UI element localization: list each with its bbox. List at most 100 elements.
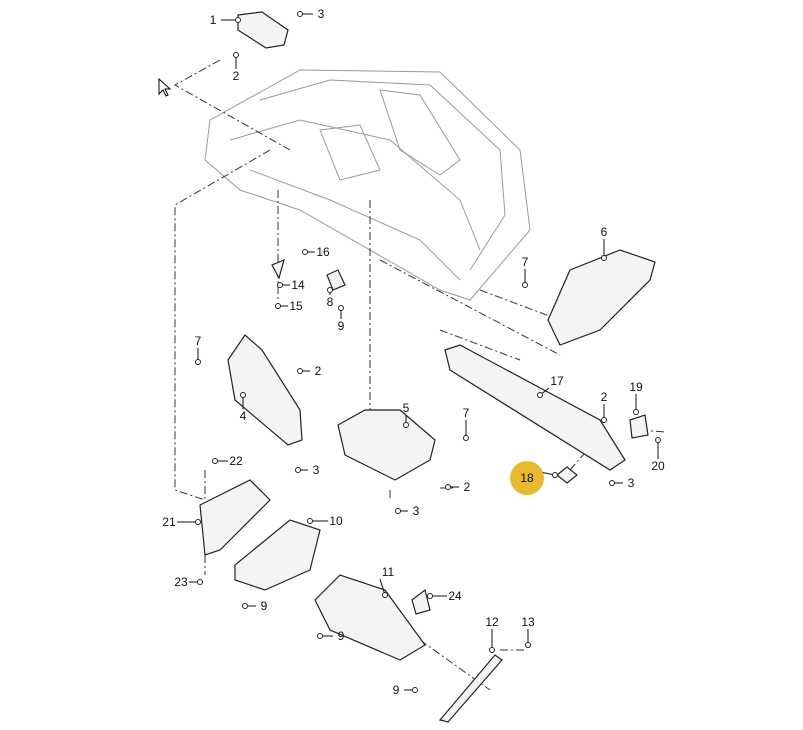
callout-number: 2 [233,69,240,83]
fastener-icon [302,249,308,255]
callout-3[interactable]: 3 [297,7,325,21]
callout-8[interactable]: 8 [327,287,334,310]
mouse-cursor-icon [158,78,172,97]
callout-4[interactable]: 4 [240,392,247,424]
callout-5[interactable]: 5 [403,401,410,428]
part-24-clip [411,588,431,615]
fastener-icon [307,518,313,524]
fastener-icon [412,687,418,693]
fastener-icon [195,519,201,525]
callout-9[interactable]: 9 [393,683,418,697]
fastener-icon [297,11,303,17]
callout-number: 2 [315,364,322,378]
callout-number: 2 [464,480,471,494]
part-5-shield [337,409,436,481]
fastener-icon [197,579,203,585]
callout-number: 1 [210,13,217,27]
callout-2[interactable]: 2 [601,390,608,423]
fastener-icon [601,255,607,261]
callout-number: 18 [520,471,534,485]
callout-23[interactable]: 23 [174,575,203,589]
highlight-badge [510,461,544,495]
callout-number: 3 [318,7,325,21]
callout-number: 3 [628,476,635,490]
part-8-clip [326,269,346,291]
fastener-icon [427,593,433,599]
callout-number: 12 [485,615,499,629]
callout-number: 14 [291,278,305,292]
callout-2[interactable]: 2 [297,364,322,378]
fastener-icon [463,435,469,441]
callout-3[interactable]: 3 [395,504,420,518]
callout-number: 4 [240,409,247,423]
callout-1[interactable]: 1 [210,13,241,27]
callout-9[interactable]: 9 [338,305,345,334]
callout-7[interactable]: 7 [195,334,202,365]
callout-18-highlighted[interactable]: 18 [510,461,558,495]
callout-number: 7 [522,255,529,269]
part-6-shield [547,249,656,346]
fastener-icon [233,52,239,58]
callout-number: 7 [463,406,470,420]
callout-3[interactable]: 3 [295,463,320,477]
fastener-icon [338,305,344,311]
fastener-icon [275,303,281,309]
fastener-icon [655,437,661,443]
callout-number: 23 [174,575,188,589]
callout-number: 11 [382,565,395,579]
fastener-icon [601,417,607,423]
fastener-icon [522,282,528,288]
callout-10[interactable]: 10 [307,514,343,528]
callout-14[interactable]: 14 [277,278,305,292]
fastener-icon [489,647,495,653]
vehicle-body-outline [204,69,531,301]
callout-number: 21 [162,515,176,529]
fastener-icon [242,603,248,609]
callout-21[interactable]: 21 [162,515,201,529]
part-18-pad [556,466,578,484]
fastener-icon [525,642,531,648]
callout-16[interactable]: 16 [302,245,330,259]
callout-number: 9 [338,629,345,643]
fastener-icon [235,17,241,23]
callout-20[interactable]: 20 [651,437,665,474]
callout-9[interactable]: 9 [242,599,268,613]
callout-number: 9 [261,599,268,613]
callout-number: 19 [629,380,643,394]
part-11-shield [314,574,426,661]
callout-2[interactable]: 2 [445,480,471,494]
callout-number: 5 [403,401,410,415]
callout-number: 15 [289,299,303,313]
fastener-icon [327,287,333,293]
fastener-icon [382,592,388,598]
fastener-icon [240,392,246,398]
fastener-icon [295,467,301,473]
callout-9[interactable]: 9 [317,629,345,643]
callout-12[interactable]: 12 [485,615,499,653]
callout-11[interactable]: 11 [379,565,395,598]
callout-22[interactable]: 22 [212,454,243,468]
callout-7[interactable]: 7 [522,255,529,288]
callout-19[interactable]: 19 [629,380,643,415]
callout-6[interactable]: 6 [601,225,608,261]
part-10-shield [234,519,321,591]
fastener-icon [317,633,323,639]
callout-15[interactable]: 15 [275,299,303,313]
part-14-rod [271,258,285,280]
callout-number: 8 [327,295,334,309]
callout-17[interactable]: 17 [537,374,564,398]
callout-13[interactable]: 13 [521,615,535,648]
callout-number: 2 [601,390,608,404]
parts [199,11,656,723]
fastener-icon [212,458,218,464]
callout-2[interactable]: 2 [233,52,240,84]
callout-24[interactable]: 24 [427,589,462,603]
part-17-shield [444,344,626,471]
callout-7[interactable]: 7 [463,406,470,441]
part-21-shield [199,479,271,556]
callout-number: 3 [313,463,320,477]
fastener-icon [395,508,401,514]
callout-3[interactable]: 3 [609,476,635,490]
fastener-icon [277,282,283,288]
callout-number: 22 [229,454,243,468]
